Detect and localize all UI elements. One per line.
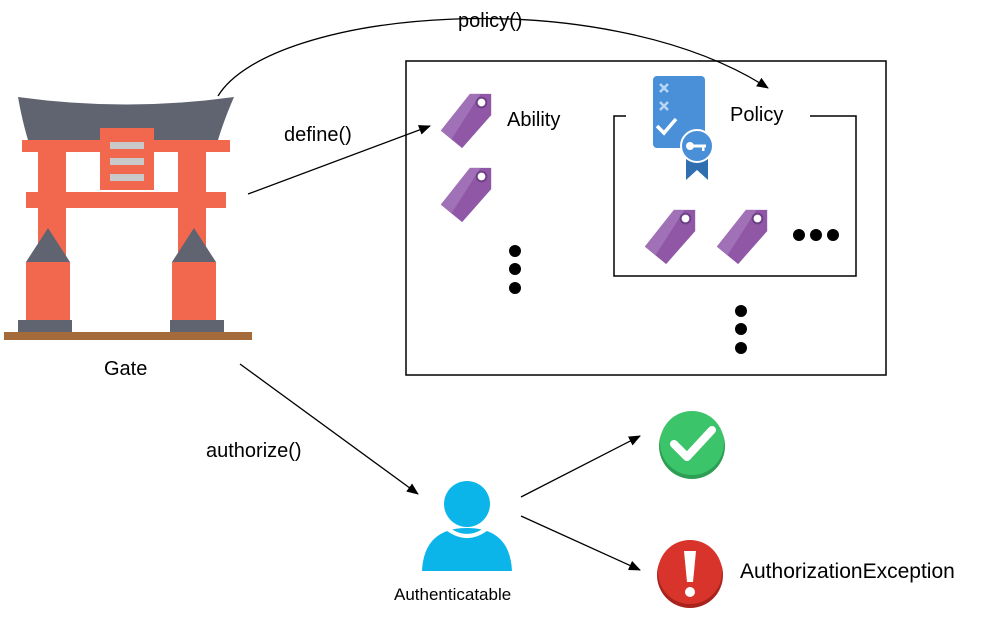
ability-more-icon <box>509 245 521 294</box>
define-call-label: define() <box>284 124 352 146</box>
exclamation-circle-icon <box>657 540 723 608</box>
policy-arrow <box>217 17 769 97</box>
authorize-arrow <box>239 363 419 495</box>
policy-tag-icon-2 <box>715 208 769 266</box>
authenticatable-label: Authenticatable <box>394 585 512 604</box>
gate-label: Gate <box>104 358 148 380</box>
ability-tag-icon-2 <box>439 166 493 224</box>
denied-arrow <box>520 515 641 571</box>
check-circle-icon <box>659 411 725 479</box>
define-arrow <box>247 125 431 195</box>
ability-tag-icon <box>439 92 493 150</box>
policy-tag-icon <box>643 208 697 266</box>
torii-gate-icon <box>4 97 252 340</box>
allowed-arrow <box>520 435 641 498</box>
container-more-icon <box>735 305 747 354</box>
policy-more-icon <box>793 229 839 241</box>
certificate-icon <box>653 76 714 180</box>
ability-label: Ability <box>507 109 561 131</box>
user-icon <box>422 481 512 571</box>
authorize-call-label: authorize() <box>206 440 302 462</box>
gate-container-box <box>405 60 887 376</box>
policy-container-box <box>613 115 857 277</box>
exception-label: AuthorizationException <box>740 560 955 583</box>
policy-call-label: policy() <box>458 10 523 32</box>
policy-label: Policy <box>730 104 784 126</box>
